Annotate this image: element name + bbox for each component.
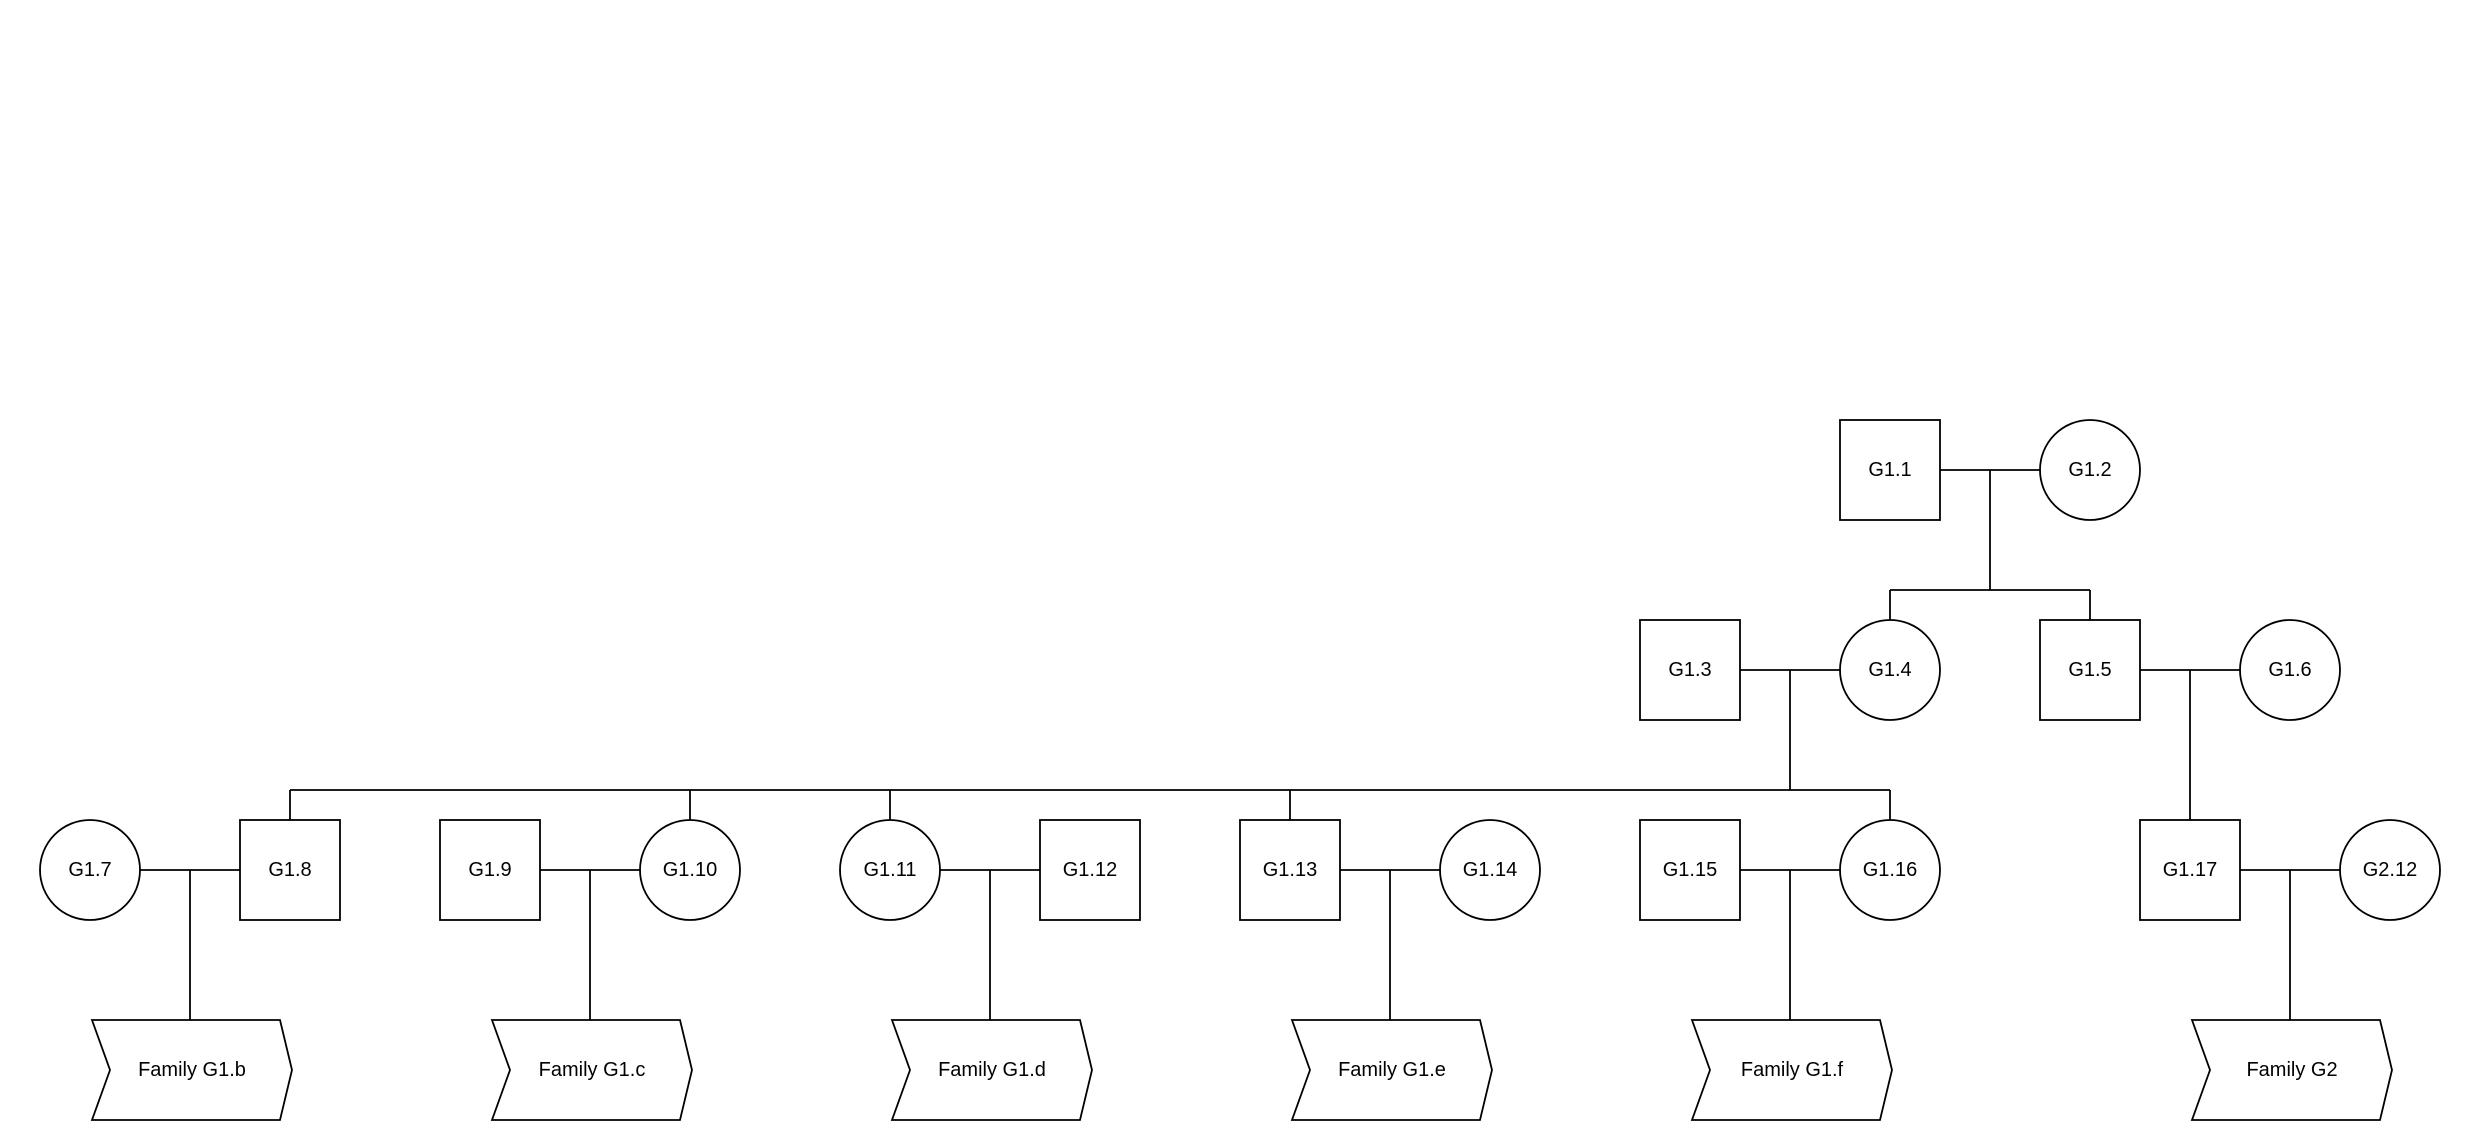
male-g1-12[interactable]: G1.12 (1039, 819, 1141, 921)
individual-label: G1.17 (2163, 859, 2217, 881)
female-g2-12[interactable]: G2.12 (2339, 819, 2441, 921)
male-square-shape (1639, 819, 1741, 921)
female-g1-14[interactable]: G1.14 (1439, 819, 1541, 921)
individual-label: G1.5 (2068, 659, 2111, 681)
female-g1-2[interactable]: G1.2 (2039, 419, 2141, 521)
male-g1-3[interactable]: G1.3 (1639, 619, 1741, 721)
family-chevron-shape (2190, 1019, 2393, 1121)
individual-label: G1.14 (1463, 859, 1517, 881)
female-circle-shape (1439, 819, 1541, 921)
family-chevron-shape (890, 1019, 1093, 1121)
female-circle-shape (839, 819, 941, 921)
female-circle-shape (1839, 819, 1941, 921)
individual-label: G1.8 (268, 859, 311, 881)
family-label: Family G1.b (138, 1059, 246, 1081)
male-square-shape (439, 819, 541, 921)
individual-label: G1.7 (68, 859, 111, 881)
male-g1-13[interactable]: G1.13 (1239, 819, 1341, 921)
male-square-shape (239, 819, 341, 921)
connectors (140, 469, 2340, 1020)
family-chevron-shape (90, 1019, 293, 1121)
individual-label: G1.1 (1868, 459, 1911, 481)
individual-label: G1.9 (468, 859, 511, 881)
family-label: Family G1.d (938, 1059, 1046, 1081)
family-label: Family G1.e (1338, 1059, 1446, 1081)
female-circle-shape (39, 819, 141, 921)
female-g1-6[interactable]: G1.6 (2239, 619, 2341, 721)
family-g1-e-node[interactable]: Family G1.e (1290, 1019, 1493, 1121)
male-square-shape (1839, 419, 1941, 521)
family-g1-f-node[interactable]: Family G1.f (1690, 1019, 1893, 1121)
individual-label: G2.12 (2363, 859, 2417, 881)
individual-label: G1.12 (1063, 859, 1117, 881)
male-g1-15[interactable]: G1.15 (1639, 819, 1741, 921)
female-g1-16[interactable]: G1.16 (1839, 819, 1941, 921)
individual-label: G1.16 (1863, 859, 1917, 881)
individual-label: G1.13 (1263, 859, 1317, 881)
individual-label: G1.10 (663, 859, 717, 881)
male-square-shape (1039, 819, 1141, 921)
individual-label: G1.11 (864, 859, 917, 881)
female-circle-shape (2239, 619, 2341, 721)
family-g1-d-node[interactable]: Family G1.d (890, 1019, 1093, 1121)
family-g2-node[interactable]: Family G2 (2190, 1019, 2393, 1121)
female-circle-shape (1839, 619, 1941, 721)
family-chevron-shape (490, 1019, 693, 1121)
male-g1-1[interactable]: G1.1 (1839, 419, 1941, 521)
male-g1-9[interactable]: G1.9 (439, 819, 541, 921)
female-g1-10[interactable]: G1.10 (639, 819, 741, 921)
female-circle-shape (2339, 819, 2441, 921)
family-chevron-shape (1290, 1019, 1493, 1121)
female-circle-shape (639, 819, 741, 921)
female-circle-shape (2039, 419, 2141, 521)
female-g1-4[interactable]: G1.4 (1839, 619, 1941, 721)
family-g1-b-node[interactable]: Family G1.b (90, 1019, 293, 1121)
family-label: Family G2 (2246, 1059, 2337, 1081)
family-g1-c-node[interactable]: Family G1.c (490, 1019, 693, 1121)
female-g1-11[interactable]: G1.11 (839, 819, 941, 921)
male-g1-5[interactable]: G1.5 (2039, 619, 2141, 721)
male-square-shape (2139, 819, 2241, 921)
individual-label: G1.6 (2268, 659, 2311, 681)
male-square-shape (2039, 619, 2141, 721)
individual-label: G1.15 (1663, 859, 1717, 881)
female-g1-7[interactable]: G1.7 (39, 819, 141, 921)
individual-label: G1.3 (1668, 659, 1711, 681)
male-g1-17[interactable]: G1.17 (2139, 819, 2241, 921)
male-square-shape (1639, 619, 1741, 721)
family-label: Family G1.c (539, 1059, 646, 1081)
individual-label: G1.2 (2068, 459, 2111, 481)
family-chevron-shape (1690, 1019, 1893, 1121)
family-label: Family G1.f (1741, 1059, 1844, 1081)
male-g1-8[interactable]: G1.8 (239, 819, 341, 921)
individual-label: G1.4 (1868, 659, 1911, 681)
male-square-shape (1239, 819, 1341, 921)
